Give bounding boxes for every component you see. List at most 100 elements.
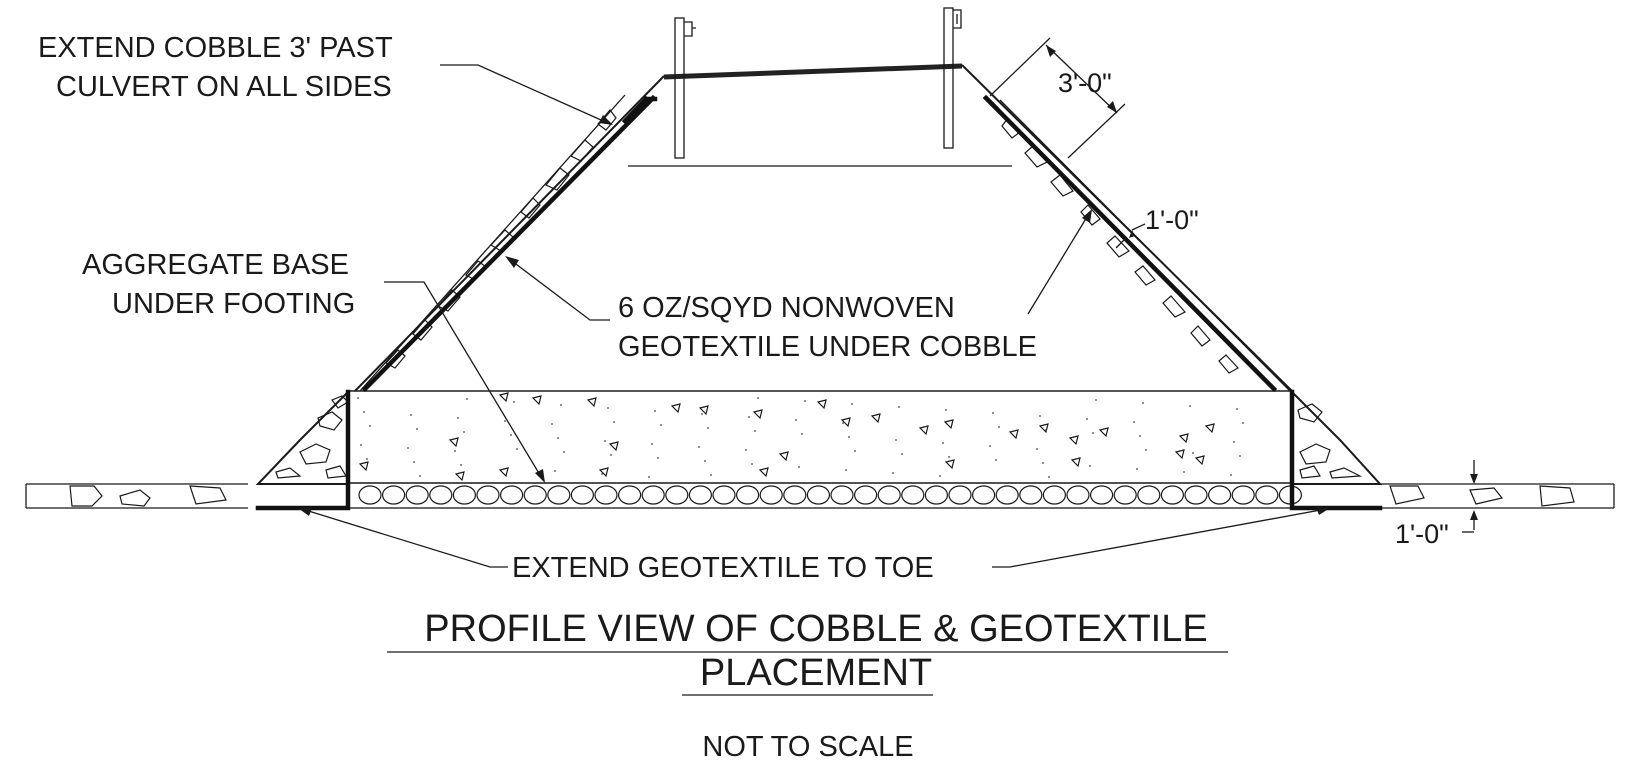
aggregate-cobble — [948, 485, 972, 505]
aggregate-chip — [918, 425, 929, 436]
concrete-speckle — [654, 410, 656, 412]
dimension-3ft: 3'-0" — [989, 37, 1126, 159]
aggregate-chip — [454, 471, 465, 482]
aggregate-cobble — [523, 485, 547, 505]
dimension-1ft-toe-label: 1'-0" — [1395, 519, 1449, 549]
aggregate-chip — [1070, 457, 1081, 468]
concrete-speckle — [798, 466, 800, 468]
aggregate-chip — [816, 399, 827, 410]
concrete-footing — [347, 390, 1293, 484]
leader-geotextile-left — [505, 256, 610, 321]
leader-extend-cobble — [440, 64, 613, 125]
aggregate-cobble — [1066, 485, 1090, 505]
aggregate-cobble — [570, 485, 595, 505]
concrete-speckle — [613, 421, 615, 423]
aggregate-chip — [1194, 455, 1205, 466]
concrete-speckle — [854, 450, 856, 452]
concrete-speckle — [1039, 415, 1041, 417]
concrete-speckle — [748, 416, 750, 418]
aggregate-chip — [1068, 435, 1079, 446]
aggregate-chip — [586, 397, 597, 408]
concrete-speckle — [895, 439, 897, 441]
title-line2: PLACEMENT — [700, 652, 932, 694]
concrete-speckle — [1133, 421, 1135, 423]
pavement-surface — [663, 63, 963, 80]
aggregate-chip — [870, 413, 881, 424]
concrete-speckle — [1189, 405, 1191, 407]
concrete-speckle — [848, 436, 850, 438]
ground-surface — [25, 483, 1615, 509]
concrete-speckle — [1230, 474, 1232, 476]
aggregate-chip — [698, 405, 709, 416]
aggregate-chip — [1038, 423, 1049, 434]
leader-geotextile-right — [1027, 209, 1092, 315]
concrete-speckle — [701, 413, 703, 415]
concrete-speckle — [557, 437, 559, 439]
note-extend-geotextile: EXTEND GEOTEXTILE TO TOE — [512, 552, 934, 584]
note-geotextile-line1: 6 OZ/SQYD NONWOVEN — [618, 292, 955, 324]
concrete-speckle — [460, 464, 462, 466]
title-line1: PROFILE VIEW OF COBBLE & GEOTEXTILE — [424, 608, 1207, 650]
concrete-speckle — [1089, 465, 1091, 467]
aggregate-cobble — [476, 485, 500, 505]
concrete-speckle — [998, 426, 1000, 428]
aggregate-cobble — [429, 485, 453, 505]
aggregate-chip — [448, 437, 459, 448]
concrete-speckle — [648, 476, 650, 478]
aggregate-cobble — [1089, 485, 1114, 505]
concrete-speckle — [1242, 422, 1244, 424]
note-extend-cobble-line2: CULVERT ON ALL SIDES — [56, 71, 392, 103]
concrete-speckle — [951, 423, 953, 425]
concrete-speckle — [1236, 408, 1238, 410]
concrete-speckle — [704, 460, 706, 462]
aggregate-chip — [1178, 433, 1189, 444]
concrete-speckle — [754, 430, 756, 432]
concrete-speckle — [989, 445, 991, 447]
concrete-speckle — [845, 469, 847, 471]
concrete-speckle — [892, 472, 894, 474]
guardrail-post-right — [943, 7, 962, 149]
concrete-speckle — [1042, 462, 1044, 464]
scale-note: NOT TO SCALE — [702, 731, 913, 763]
concrete-speckle — [851, 403, 853, 405]
aggregate-cobble — [688, 485, 713, 505]
concrete-speckle — [1183, 471, 1185, 473]
aggregate-chip — [840, 417, 851, 428]
dimension-3ft-label: 3'-0" — [1058, 68, 1112, 98]
concrete-speckle — [513, 401, 515, 403]
concrete-speckle — [795, 419, 797, 421]
aggregate-cobble — [806, 485, 831, 505]
aggregate-cobble — [735, 485, 760, 505]
concrete-speckle — [463, 431, 465, 433]
aggregate-chip — [1174, 449, 1185, 460]
aggregate-cobble — [877, 485, 901, 505]
aggregate-cobble — [1207, 485, 1232, 505]
aggregate-chip — [358, 461, 369, 472]
concrete-speckle — [366, 458, 368, 460]
concrete-speckle — [407, 447, 409, 449]
concrete-speckle — [551, 423, 553, 425]
concrete-speckle — [939, 475, 941, 477]
aggregate-cobble — [759, 485, 783, 505]
aggregate-chip — [608, 441, 619, 452]
concrete-speckle — [563, 451, 565, 453]
aggregate-chip — [758, 467, 769, 478]
aggregate-chip — [1204, 423, 1215, 434]
aggregate-chip — [531, 395, 542, 406]
concrete-speckle — [360, 444, 362, 446]
aggregate-cobble — [712, 485, 736, 505]
aggregate-cobble — [358, 485, 382, 505]
aggregate-cobble — [594, 485, 618, 505]
aggregate-cobble — [1255, 485, 1279, 505]
leader-extend-geotextile — [298, 507, 1330, 568]
concrete-speckle — [357, 397, 359, 399]
aggregate-chip — [778, 451, 789, 462]
leader-aggregate-base — [384, 281, 545, 483]
aggregate-chip — [598, 467, 609, 478]
aggregate-base-cobbles — [358, 485, 1303, 505]
concrete-speckle — [604, 440, 606, 442]
aggregate-cobble — [1160, 485, 1185, 505]
concrete-speckle — [1186, 438, 1188, 440]
note-extend-cobble-line1: EXTEND COBBLE 3' PAST — [38, 32, 393, 64]
aggregate-cobble — [1184, 485, 1208, 505]
